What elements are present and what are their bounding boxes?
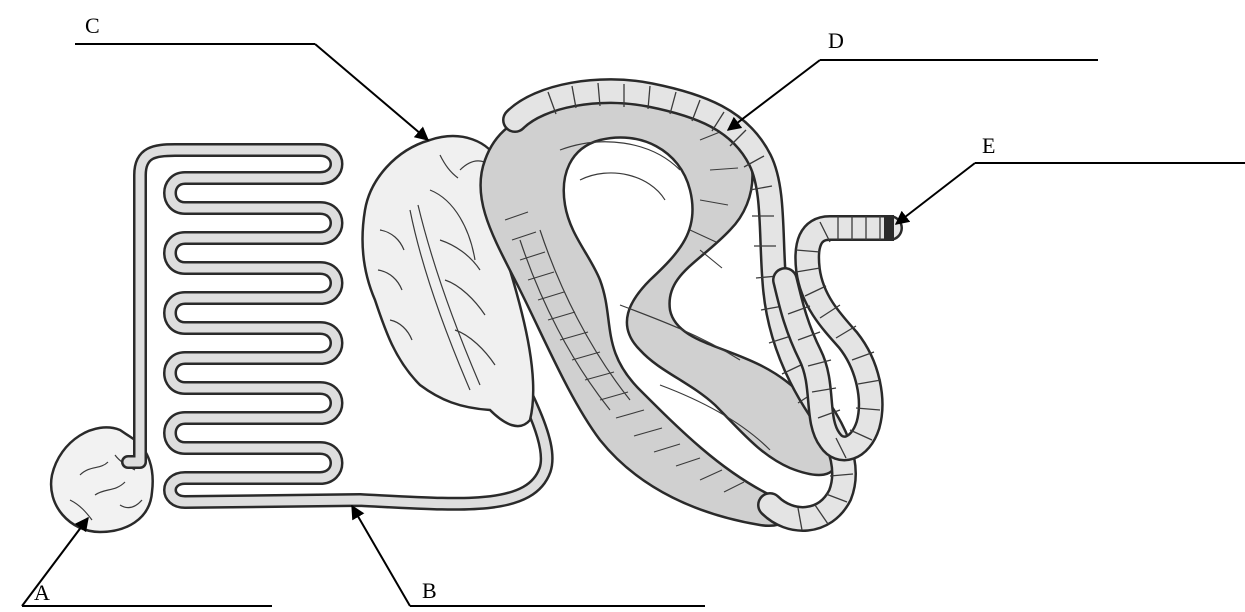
pointer-c — [75, 44, 428, 140]
label-e: E — [982, 133, 995, 158]
label-c: C — [85, 13, 100, 38]
label-d: D — [828, 28, 844, 53]
pointer-a — [22, 518, 272, 606]
pointer-d — [728, 60, 1098, 130]
pointer-b — [352, 506, 705, 606]
label-b: B — [422, 578, 437, 603]
label-a: A — [34, 580, 50, 605]
pointer-e — [896, 163, 1245, 224]
